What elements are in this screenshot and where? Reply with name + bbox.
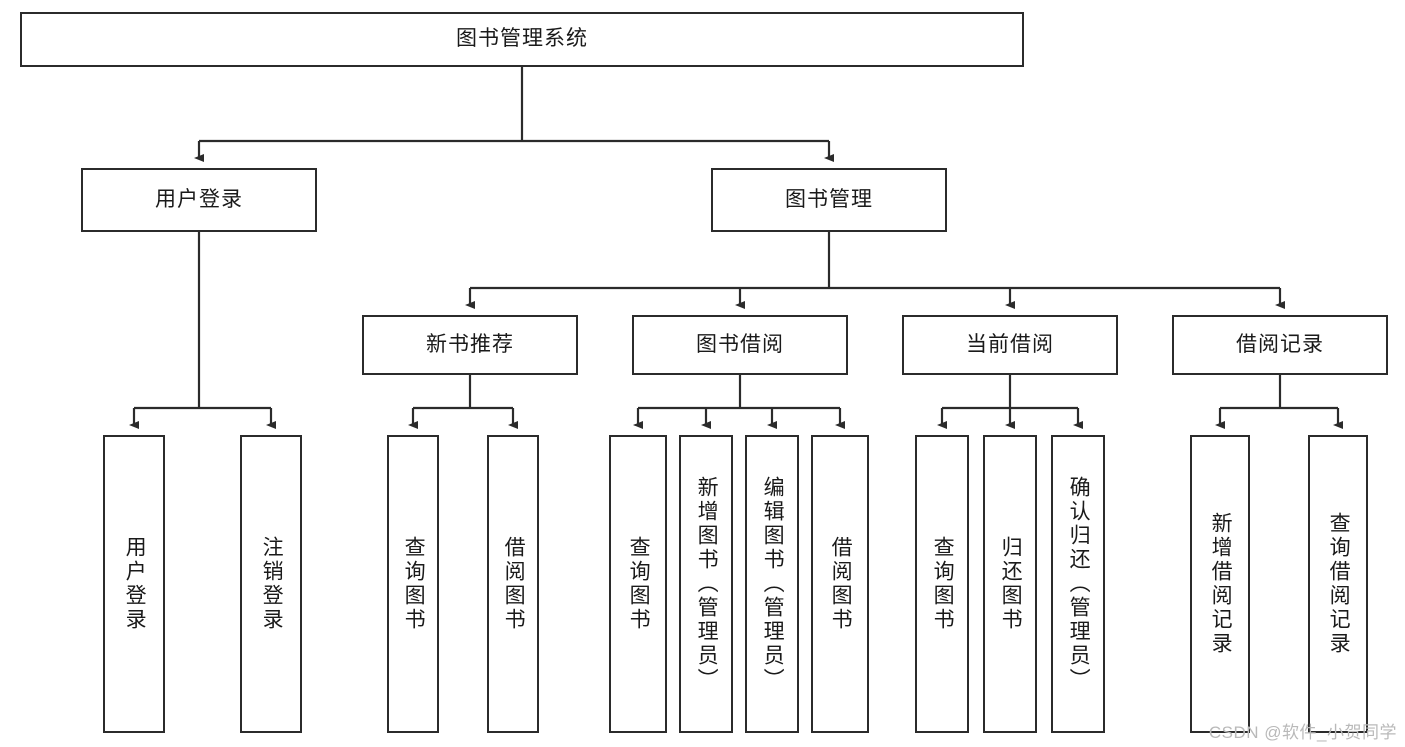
node-leaf_1[interactable]: 注销登录 (240, 435, 302, 733)
node-leaf_4[interactable]: 查询图书 (609, 435, 667, 733)
node-label: 归还图书 (999, 536, 1023, 632)
node-label: 查询借阅记录 (1327, 512, 1351, 656)
node-l1_1[interactable]: 图书管理 (711, 168, 947, 232)
watermark: CSDN @软件_小贺同学 (1208, 723, 1397, 742)
node-leaf_10[interactable]: 确认归还（管理员） (1051, 435, 1105, 733)
node-leaf_2[interactable]: 查询图书 (387, 435, 439, 733)
node-label: 图书管理 (785, 187, 873, 211)
node-label: 当前借阅 (966, 332, 1054, 356)
node-label: 查询图书 (402, 536, 426, 632)
node-label: 确认归还（管理员） (1067, 476, 1091, 692)
node-label: 注销登录 (260, 536, 284, 632)
node-label: 查询图书 (627, 536, 651, 632)
node-leaf_8[interactable]: 查询图书 (915, 435, 969, 733)
node-label: 新增图书（管理员） (695, 476, 719, 692)
node-label: 借阅记录 (1236, 332, 1324, 356)
node-label: 图书管理系统 (456, 27, 588, 51)
node-label: 图书借阅 (696, 332, 784, 356)
node-l2_2[interactable]: 当前借阅 (902, 315, 1118, 375)
node-label: 借阅图书 (502, 536, 526, 632)
node-leaf_3[interactable]: 借阅图书 (487, 435, 539, 733)
node-label: 新增借阅记录 (1209, 512, 1233, 656)
node-l1_0[interactable]: 用户登录 (81, 168, 317, 232)
node-leaf_9[interactable]: 归还图书 (983, 435, 1037, 733)
node-label: 编辑图书（管理员） (761, 476, 785, 692)
node-leaf_11[interactable]: 新增借阅记录 (1190, 435, 1250, 733)
node-leaf_0[interactable]: 用户登录 (103, 435, 165, 733)
node-l2_0[interactable]: 新书推荐 (362, 315, 578, 375)
node-leaf_6[interactable]: 编辑图书（管理员） (745, 435, 799, 733)
node-l2_1[interactable]: 图书借阅 (632, 315, 848, 375)
node-leaf_7[interactable]: 借阅图书 (811, 435, 869, 733)
node-label: 借阅图书 (829, 536, 853, 632)
node-leaf_5[interactable]: 新增图书（管理员） (679, 435, 733, 733)
node-leaf_12[interactable]: 查询借阅记录 (1308, 435, 1368, 733)
node-label: 用户登录 (155, 187, 243, 211)
node-label: 用户登录 (123, 536, 147, 632)
node-root[interactable]: 图书管理系统 (20, 12, 1024, 67)
node-label: 新书推荐 (426, 332, 514, 356)
node-l2_3[interactable]: 借阅记录 (1172, 315, 1388, 375)
node-label: 查询图书 (931, 536, 955, 632)
